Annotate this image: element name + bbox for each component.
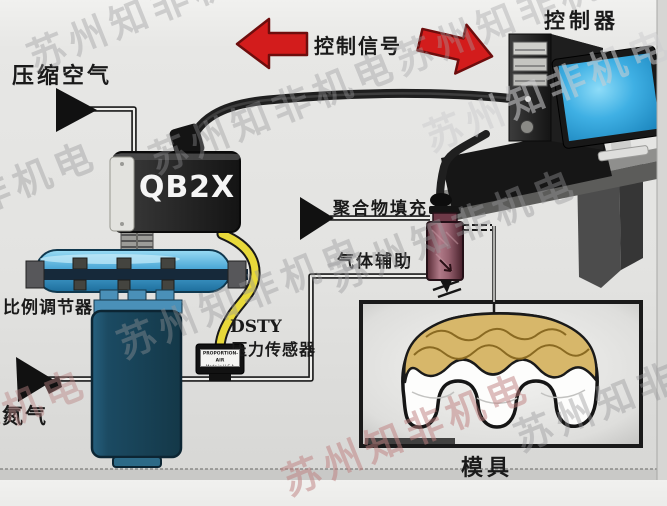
sensor-origin-text: Made in U.S.A — [203, 365, 237, 366]
nozzle-flow-arrow — [439, 259, 452, 272]
monitor — [551, 45, 667, 162]
sensor-model-label: DSTY — [230, 317, 282, 337]
qb2x-model-label: QB2X — [138, 170, 236, 205]
injection-nozzle — [426, 206, 496, 302]
polymer-fill-label: 聚合物填充 — [333, 199, 428, 219]
diagram-canvas — [0, 0, 667, 480]
cap-wave-line-2 — [425, 327, 567, 342]
tower-vent — [520, 120, 534, 134]
monitor-base — [597, 145, 649, 162]
nitrogen-label: 氮气 — [2, 404, 48, 428]
control-signal-label: 控制信号 — [314, 34, 402, 58]
drive-bays — [512, 41, 548, 87]
flange-bar — [26, 269, 248, 280]
proportional-regulator — [25, 228, 248, 468]
tank-connector — [93, 289, 183, 314]
nozzle-cable — [430, 130, 490, 207]
receiver-tank — [90, 309, 183, 459]
mold-label: 模具 — [461, 456, 514, 481]
sensor-brand-text: PROPORTION-AIR — [202, 350, 239, 363]
compressed-air-flag-icon — [56, 88, 97, 132]
tank-feet — [112, 456, 162, 468]
power-button — [525, 96, 531, 102]
signal-cable — [183, 88, 521, 157]
mold — [359, 300, 643, 448]
qb2x-side-panel — [109, 156, 135, 232]
pedestal-front — [577, 162, 621, 288]
qb2x-valve — [109, 123, 241, 233]
cap-wave-line-1 — [413, 344, 590, 360]
frame-strips — [0, 0, 667, 480]
control-signal-arrows — [235, 17, 494, 75]
nozzle-spray-marks — [432, 279, 462, 299]
mold-cap-tan — [403, 312, 598, 384]
flange-end-right — [227, 260, 247, 289]
sensor-mount-tab — [209, 374, 231, 381]
nitrogen-flag-icon — [16, 357, 54, 402]
signal-arrow-left-icon — [235, 17, 309, 70]
controller-computer — [508, 33, 667, 162]
mold-bottom-edge — [365, 438, 455, 444]
proportional-regulator-label: 比例调节器 — [3, 298, 93, 318]
sensor-faceplate: PROPORTION-AIR Made in U.S.A — [200, 349, 240, 367]
flange-end-left — [25, 260, 45, 289]
qb2x-top-highlight — [113, 154, 240, 160]
source-flags — [16, 88, 334, 402]
nitrogen-flag-tail — [44, 376, 62, 394]
nozzle-cap — [429, 206, 461, 214]
nozzle-streaks — [431, 229, 459, 271]
shelf-front — [447, 159, 667, 221]
top-cable-port — [169, 123, 205, 159]
monitor-screen — [558, 53, 661, 142]
signal-arrow-right-icon — [416, 23, 494, 75]
sensor-cable — [214, 228, 261, 352]
compressed-air-label: 压缩空气 — [12, 64, 113, 89]
gas-assist-label: 气体辅助 — [337, 252, 413, 272]
controller-label: 控制器 — [544, 9, 619, 33]
cable-connector-knob — [430, 193, 452, 207]
polymer-fill-flag-icon — [300, 197, 334, 240]
capsule-highlight — [40, 254, 180, 264]
part-contour-lines — [411, 389, 586, 404]
pressure-sensor-label: 压力传感器 — [231, 340, 317, 359]
